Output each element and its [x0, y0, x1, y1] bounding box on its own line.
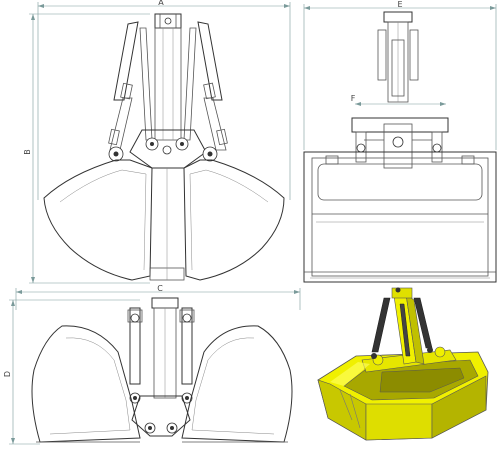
left-shell-open	[31, 325, 141, 443]
dimension-e-label: E	[397, 0, 402, 9]
pin-center	[162, 145, 172, 155]
center-column	[154, 27, 182, 141]
right-shell-closed	[183, 159, 285, 281]
dimension-a-label: A	[158, 0, 164, 7]
isometric-3d-model	[317, 287, 489, 441]
dimension-f-label: F	[351, 94, 356, 103]
dimension-d-label: D	[3, 371, 12, 377]
dimension-a: A	[37, 0, 291, 200]
dimension-d: D	[3, 299, 140, 445]
dimension-c-label: C	[157, 284, 163, 293]
side-view: E F	[303, 0, 497, 283]
model-cylinder-left	[371, 297, 391, 353]
left-hydraulic-cylinder	[108, 21, 139, 151]
dimension-e: E	[303, 0, 497, 150]
front-view-open: C D	[3, 284, 301, 445]
side-crossbeam	[351, 117, 449, 133]
open-left-cylinder	[129, 307, 141, 385]
dimension-c: C	[15, 284, 301, 310]
right-shell-open	[181, 325, 293, 443]
dimension-b: B	[23, 13, 150, 284]
left-shell-closed	[43, 159, 153, 281]
front-view-closed: A B	[23, 0, 291, 284]
right-hydraulic-cylinder	[197, 21, 228, 151]
open-right-cylinder	[181, 307, 193, 385]
side-shell	[303, 151, 497, 283]
dimension-f: F	[351, 94, 446, 106]
dimension-b-label: B	[23, 149, 32, 155]
